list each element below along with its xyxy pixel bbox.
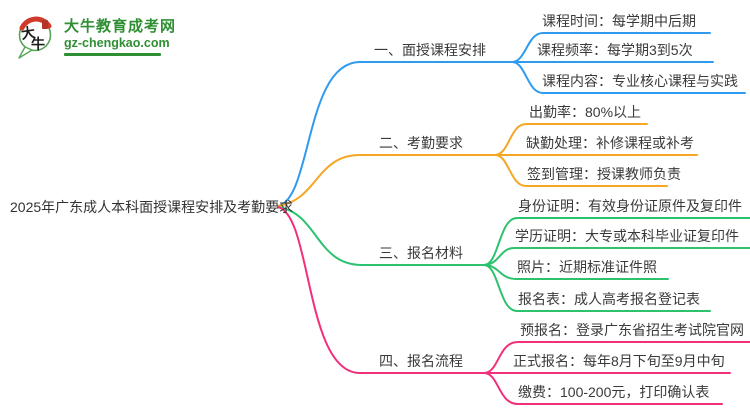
leaf-node: 出勤率：80%以上 [529,104,642,120]
leaf-node: 课程内容：专业核心课程与实践 [542,73,738,89]
logo-char-2: 牛 [31,36,45,52]
leaf-node: 课程频率：每学期3到5次 [537,42,693,58]
leaf-node: 照片：近期标准证件照 [517,259,657,275]
leaf-node: 预报名：登录广东省招生考试院官网 [520,322,744,338]
branch-2-lines [277,123,698,207]
leaf-node: 报名表：成人高考报名登记表 [518,291,700,307]
branch-1-lines [277,32,746,207]
site-domain: gz-chengkao.com [64,36,170,50]
branch-label-1: 一、面授课程安排 [374,42,486,58]
site-name: 大牛教育成考网 [64,18,177,35]
branch-label-2: 二、考勤要求 [379,135,463,151]
branch-4-lines [277,206,750,405]
logo-text-block: 大牛教育成考网 gz-chengkao.com [64,12,176,56]
branch-label-3: 三、报名材料 [379,245,463,261]
logo-bull-icon: 大 牛 [18,16,52,59]
speech-bubble-tail [18,46,33,59]
logo-red-seal [42,20,48,29]
leaf-node: 签到管理：授课教师负责 [527,166,681,182]
leaf-node: 缴费：100-200元，打印确认表 [518,384,710,400]
site-logo: 大 牛 大牛教育成考网 gz-chengkao.com [12,12,176,62]
logo-underline [64,53,161,56]
leaf-node: 缺勤处理：补修课程或补考 [526,135,694,151]
branch-label-4: 四、报名流程 [379,353,463,369]
leaf-node: 课程时间：每学期中后期 [542,13,696,29]
leaf-node: 学历证明：大专或本科毕业证复印件 [515,228,739,244]
leaf-node: 身份证明：有效身份证原件及复印件 [518,198,742,214]
root-topic: 2025年广东成人本科面授课程安排及考勤要求 [10,199,294,215]
logo-char-1: 大 [20,24,36,42]
leaf-node: 正式报名：每年8月下旬至9月中旬 [513,353,725,369]
branch-3-lines [277,206,750,312]
